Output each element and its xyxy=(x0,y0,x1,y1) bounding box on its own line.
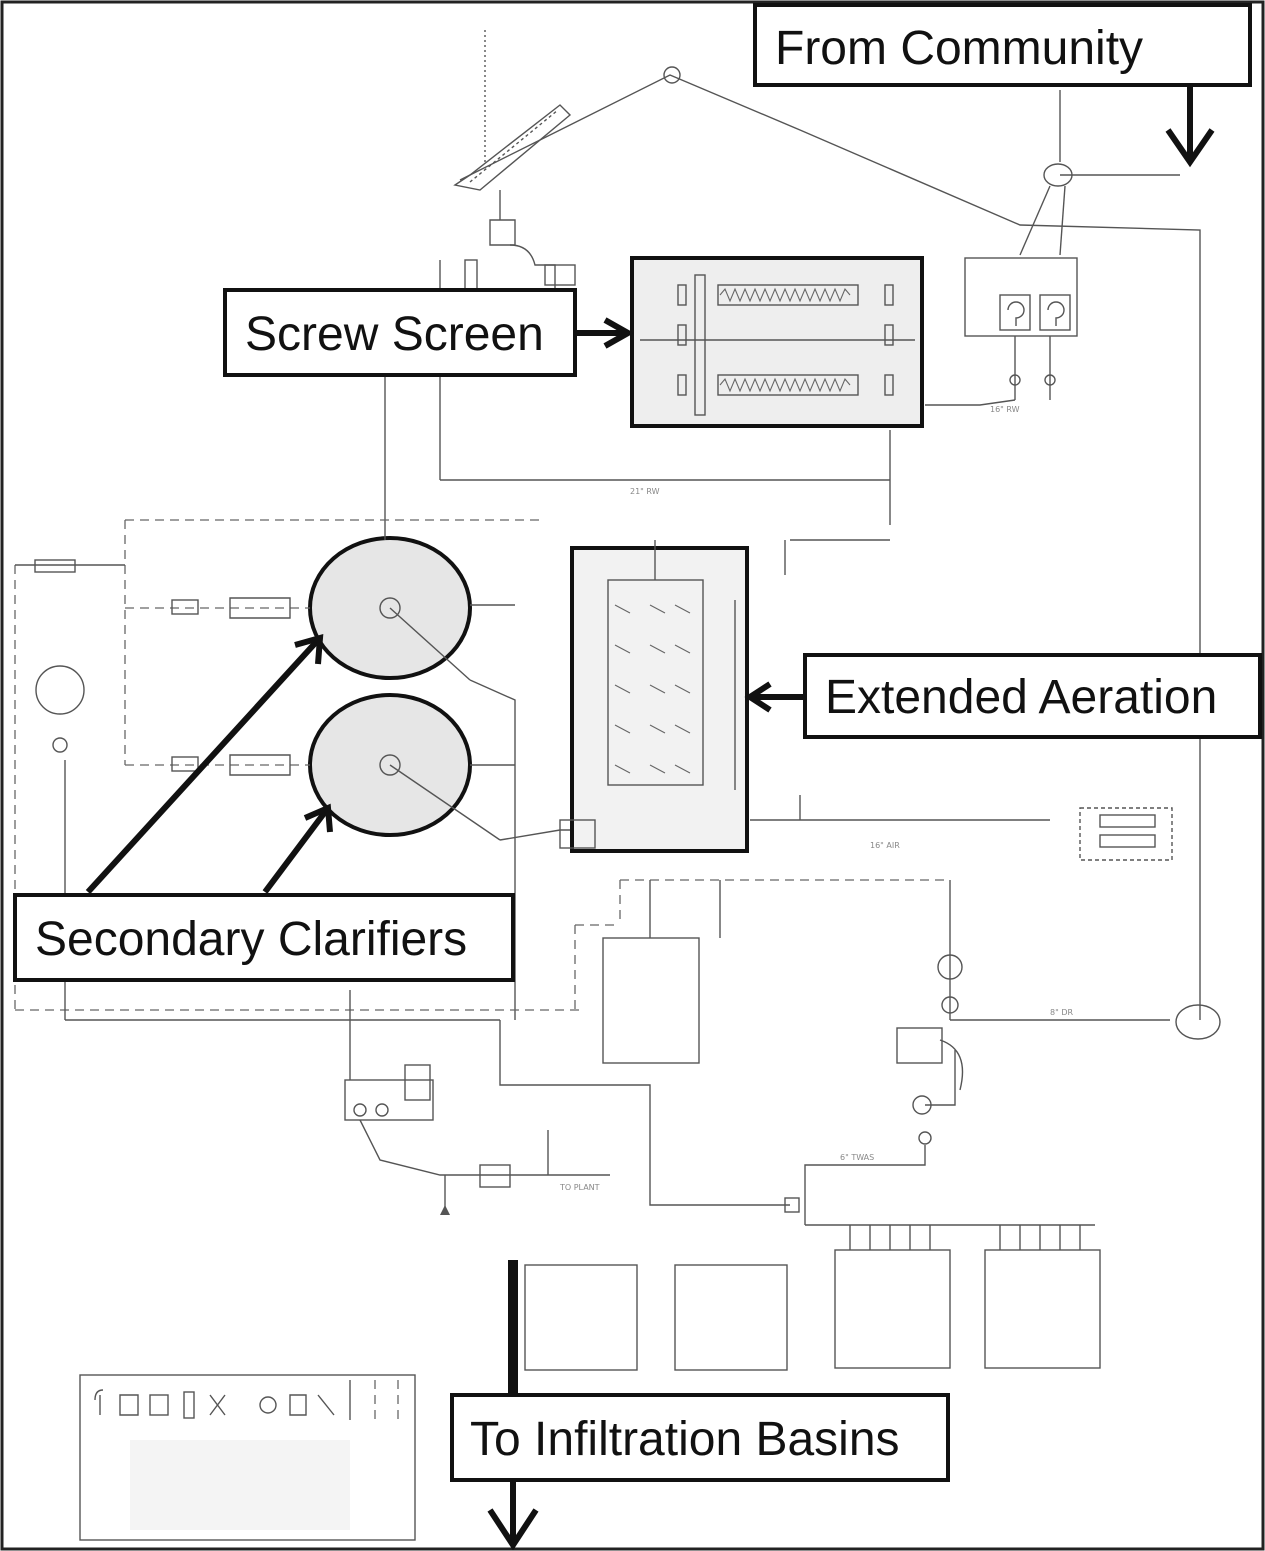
headworks-piping: 16" RW 21" RW xyxy=(439,30,1201,1020)
label-extended-aeration: Extended Aeration xyxy=(803,653,1262,739)
solids-handling: 8" DR 6" TWAS TO PLANT xyxy=(344,879,1221,1371)
drying-bed-a xyxy=(834,1249,951,1369)
screw-screen-unit xyxy=(630,256,924,428)
label-screw-screen: Screw Screen xyxy=(223,288,577,377)
label-secondary-clarifiers: Secondary Clarifiers xyxy=(13,893,515,982)
label-to-infiltration: To Infiltration Basins xyxy=(450,1393,950,1482)
splitter-node xyxy=(1043,163,1073,187)
clarifiers xyxy=(14,340,600,1021)
to-infiltration-text: To Infiltration Basins xyxy=(470,1413,900,1466)
aeration-basin: 16" AIR xyxy=(559,539,1173,861)
svg-text:8" DR: 8" DR xyxy=(1050,1008,1073,1017)
manhole-right xyxy=(1175,1004,1221,1040)
influent-pump-station xyxy=(964,257,1078,337)
manhole-top xyxy=(663,66,681,84)
from-community-text: From Community xyxy=(775,22,1143,75)
svg-text:TO PLANT: TO PLANT xyxy=(559,1183,600,1192)
svg-text:16" AIR: 16" AIR xyxy=(870,841,900,850)
callout-arrows xyxy=(85,85,1215,1551)
drying-bed-b xyxy=(984,1249,1101,1369)
secondary-clarifiers-text: Secondary Clarifiers xyxy=(35,913,467,966)
svg-text:16" RW: 16" RW xyxy=(990,405,1020,414)
legend xyxy=(79,1374,416,1541)
svg-text:21" RW: 21" RW xyxy=(630,487,660,496)
label-from-community: From Community xyxy=(753,3,1252,87)
screw-screen-text: Screw Screen xyxy=(245,308,544,361)
extended-aeration-text: Extended Aeration xyxy=(825,671,1217,724)
screw-screen-equipment xyxy=(453,104,572,191)
svg-text:6" TWAS: 6" TWAS xyxy=(840,1153,874,1162)
